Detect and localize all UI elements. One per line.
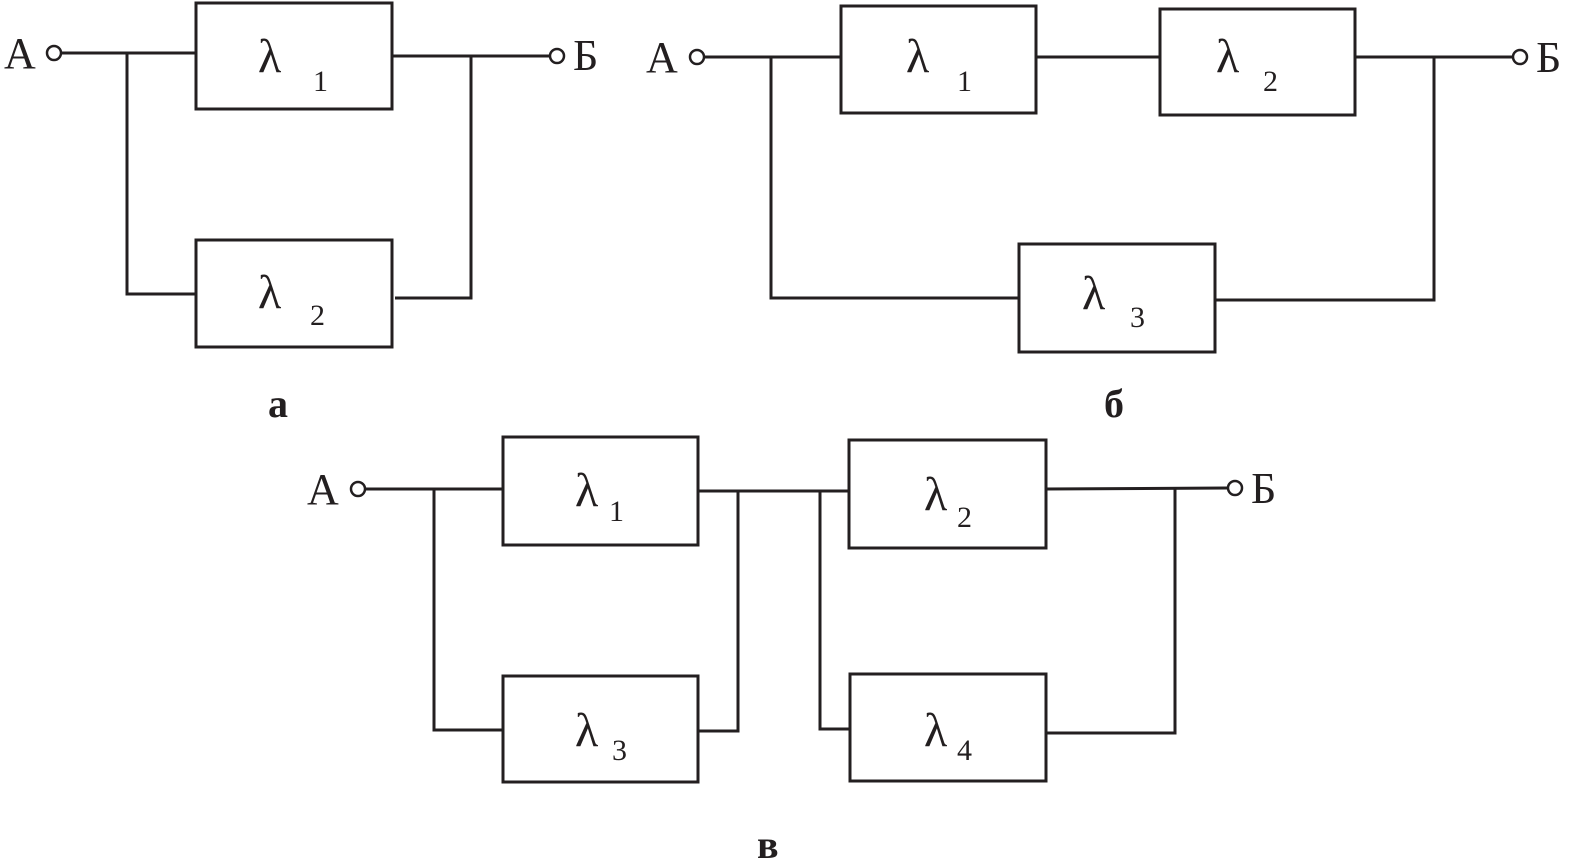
diagram-b-block-1-index: 1 — [957, 65, 972, 98]
diagram-a-terminal-a — [45, 44, 63, 62]
diagram-c-block-3-index: 3 — [612, 734, 627, 767]
diagram-c-block-2-index: 2 — [957, 501, 972, 534]
diagram-b-block-3-symbol: λ — [1082, 267, 1106, 320]
diagram-a-block-1 — [194, 1, 394, 111]
diagram-a-caption: а — [268, 381, 288, 426]
diagram-c-terminal-a — [349, 480, 367, 498]
diagram-c-block-4-symbol: λ — [924, 704, 948, 757]
diagram-a-label-b: Б — [573, 31, 598, 80]
diagram-b: А Б λ 1 λ 2 λ 3 б — [646, 4, 1561, 426]
diagram-b-terminal-a — [688, 48, 706, 66]
diagram-b-block-2 — [1158, 7, 1357, 117]
diagram-b-label-a: А — [646, 33, 678, 82]
diagram-a-label-a: А — [4, 29, 36, 78]
diagram-c-block-3 — [501, 674, 700, 784]
diagram-a-block-1-symbol: λ — [258, 30, 282, 83]
diagram-c-terminal-b — [1226, 479, 1244, 497]
diagram-a-wires — [62, 51, 549, 300]
diagram-a-block-2 — [194, 238, 394, 349]
diagram-c-block-3-symbol: λ — [575, 704, 599, 757]
diagram-b-block-2-symbol: λ — [1216, 30, 1240, 83]
diagram-b-caption: б — [1104, 381, 1124, 426]
diagram-c-block-1 — [501, 435, 700, 547]
diagram-c-label-a: А — [307, 465, 339, 514]
diagram-b-block-2-index: 2 — [1263, 65, 1278, 98]
diagram-c-block-2-symbol: λ — [924, 468, 948, 521]
diagram-b-block-3 — [1017, 242, 1217, 354]
diagram-a-block-2-index: 2 — [310, 299, 325, 332]
diagram-b-block-3-index: 3 — [1130, 301, 1145, 334]
diagram-a-block-2-symbol: λ — [258, 266, 282, 319]
diagram-c: А Б λ 1 λ 2 λ 3 λ 4 в — [307, 435, 1276, 867]
diagram-a: А Б λ 1 λ 2 а — [4, 1, 598, 426]
diagram-b-block-1-symbol: λ — [906, 30, 930, 83]
diagram-b-label-b: Б — [1536, 33, 1561, 82]
diagram-c-block-1-symbol: λ — [575, 464, 599, 517]
diagram-a-terminal-b — [548, 47, 566, 65]
diagram-b-block-1 — [839, 4, 1038, 115]
diagram-b-terminal-b — [1511, 48, 1529, 66]
diagram-c-wires — [366, 486, 1228, 735]
diagram-c-block-1-index: 1 — [609, 495, 624, 528]
diagram-c-caption: в — [757, 822, 779, 867]
diagram-c-block-4-index: 4 — [957, 734, 972, 767]
diagram-b-wires — [705, 55, 1512, 302]
diagram-c-block-4 — [848, 672, 1048, 783]
diagram-c-block-2 — [847, 438, 1048, 550]
diagram-a-block-1-index: 1 — [313, 65, 328, 98]
diagram-c-label-b: Б — [1251, 464, 1276, 513]
